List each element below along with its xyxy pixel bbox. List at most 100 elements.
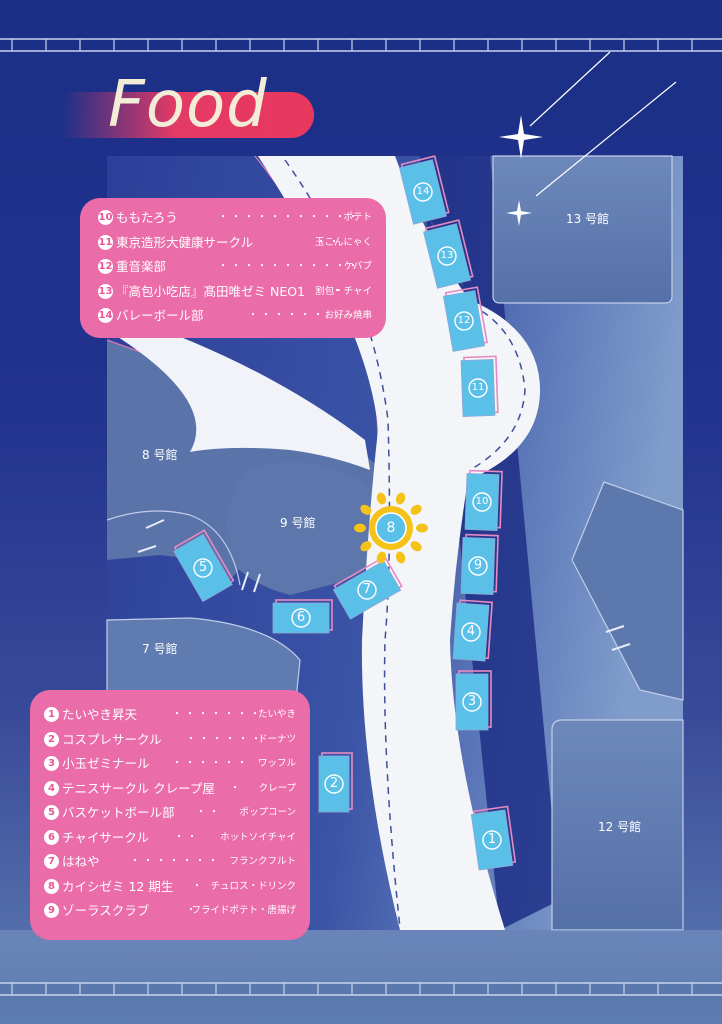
- legend-leader-dots: ・・: [196, 807, 222, 818]
- legend-booth-name: 小玉ゼミナール: [62, 756, 150, 771]
- legend-food-item: ポテト: [343, 212, 372, 223]
- booth-number-label: 10: [475, 496, 489, 507]
- legend-number-badge: 1: [44, 707, 59, 722]
- booth-number-label: 11: [471, 382, 485, 393]
- legend-leader-dots: ・: [332, 285, 345, 297]
- legend-number-badge: 10: [98, 210, 113, 225]
- booth-number-label: 14: [416, 186, 430, 197]
- booth-12[interactable]: [442, 286, 488, 352]
- legend-leader-dots: ・・・・・・: [248, 310, 326, 321]
- legend-leader-dots: ・: [192, 880, 205, 892]
- booth-number-label: 8: [386, 520, 396, 536]
- booth-9[interactable]: [460, 533, 499, 595]
- legend-leader-dots: ・・: [316, 236, 342, 248]
- sun-burst-icon: [354, 492, 428, 564]
- booth-4[interactable]: [452, 599, 493, 662]
- legend-number-badge: 4: [44, 780, 59, 796]
- building-8-label: 8 号館: [142, 448, 178, 462]
- legend-booth-name: はねや: [62, 854, 100, 869]
- building-7-label: 7 号館: [142, 642, 178, 656]
- building-right-shape: [571, 481, 684, 701]
- bottom-rail-decoration: [0, 982, 722, 996]
- legend-food-item: フランクフルト: [229, 856, 296, 867]
- booth-1[interactable]: [470, 805, 517, 871]
- booth-7[interactable]: [332, 555, 403, 620]
- booth-number-label: 3: [467, 694, 477, 709]
- booth-13[interactable]: [423, 219, 474, 289]
- legend-booth-name: 『高包小吃店』髙田唯ゼミ NEO1: [116, 283, 306, 299]
- sparkle-star-icon: [506, 200, 532, 226]
- building-13-label: 13 号館: [566, 212, 610, 226]
- legend-number-badge: 11: [98, 234, 113, 250]
- legend-booth-name: 重音楽部: [116, 259, 167, 274]
- booth-number-label: 9: [473, 558, 483, 573]
- legend-number-badge: 13: [98, 283, 113, 299]
- booth-number-label: 12: [457, 315, 471, 326]
- page-title: Food: [108, 68, 268, 142]
- legend-food-item: クレープ: [258, 782, 296, 794]
- legend-food-item: チュロス・ドリンク: [210, 880, 296, 892]
- legend-number-badge: 14: [98, 308, 113, 323]
- booth-2[interactable]: [318, 752, 353, 813]
- title-ribbon: [62, 92, 314, 138]
- booth-number-label: 2: [329, 776, 339, 791]
- legend-leader-dots: ・: [230, 782, 243, 794]
- legend-food-item: ドーナツ: [257, 733, 296, 745]
- building-13-shape: [492, 155, 673, 304]
- legend-food-item: お好み焼串: [324, 310, 372, 321]
- building-9-shape: [225, 462, 388, 595]
- legend-number-badge: 3: [44, 756, 59, 771]
- building-7-shape: [106, 617, 301, 701]
- booth-5[interactable]: [172, 529, 235, 603]
- legend-booth-name: 東京造形大健康サークル: [116, 234, 254, 250]
- legend-leader-dots: ・: [186, 905, 199, 916]
- booth-14[interactable]: [399, 155, 450, 225]
- building-9-label: 9 号館: [280, 516, 316, 530]
- booth-6[interactable]: [272, 599, 333, 634]
- legend-leader-dots: ・・・・・・・: [130, 856, 221, 867]
- legend-food-item: ケバブ: [343, 261, 372, 272]
- legend-booth-name: テニスサークル クレープ屋: [62, 780, 215, 796]
- legend-food-item: ワッフル: [257, 758, 296, 769]
- legend-food-item: 割包・チャイ: [315, 285, 372, 297]
- legend-food-item: ホットソイチャイ: [220, 831, 296, 843]
- legend-booth-name: バスケットボール部: [62, 805, 175, 820]
- booth-number-label: 7: [362, 582, 372, 597]
- sparkle-star-icon: [499, 115, 543, 159]
- legend-booth-name: カイシゼミ 12 期生: [62, 878, 174, 894]
- side-path-white: [107, 310, 370, 470]
- legend-leader-dots: ・・・・・・: [172, 758, 250, 769]
- legend-row[interactable]: 13『高包小吃店』髙田唯ゼミ NEO1 ・割包・チャイ: [98, 281, 372, 303]
- legend-leader-dots: ・・・・・・・: [172, 709, 263, 720]
- legend-food-item: フライドポテト・唐揚げ: [191, 905, 296, 916]
- legend-food-item: ポップコーン: [239, 807, 296, 818]
- building-8-shape: [107, 340, 380, 580]
- legend-number-badge: 12: [98, 259, 113, 274]
- legend-number-badge: 6: [44, 829, 59, 845]
- booth-3[interactable]: [455, 670, 492, 731]
- legend-leader-dots: ・・・・・・・・・・・: [218, 212, 361, 223]
- building-12-shape: [551, 719, 684, 931]
- legend-booth-name: たいやき昇天: [62, 707, 138, 722]
- legend-leader-dots: ・・: [174, 831, 200, 843]
- legend-booth-name: ゾーラスクラブ: [62, 903, 150, 918]
- legend-booth-name: コスプレサークル: [62, 731, 162, 747]
- booth-number-label: 13: [440, 250, 454, 261]
- booth-10[interactable]: [464, 469, 503, 531]
- booth-11[interactable]: [460, 355, 499, 417]
